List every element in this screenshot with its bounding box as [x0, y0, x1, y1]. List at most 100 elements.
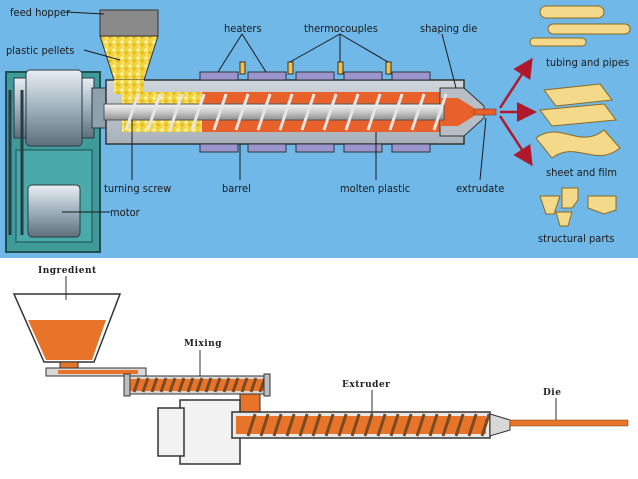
mixing-screw-flight [249, 377, 258, 393]
pipe [547, 23, 631, 35]
screw-flight [366, 93, 382, 131]
screw-flight [146, 93, 162, 131]
label-motor: motor [110, 206, 141, 219]
label-molten-plastic: molten plastic [340, 182, 410, 195]
pipe [529, 37, 587, 47]
product-arrows [498, 57, 537, 167]
extruder-screw-flight [441, 413, 452, 437]
arrow-to-structural [498, 115, 533, 167]
screw-flight [212, 93, 228, 131]
heater [295, 71, 335, 81]
structural-parts-product [539, 187, 617, 227]
screw-flight [190, 93, 206, 131]
extruder-screw-flight [428, 413, 439, 437]
pipe [539, 5, 605, 19]
label-barrel: barrel [222, 182, 251, 195]
screw-flight [432, 93, 448, 131]
bottom-diagram: Ingredient Mixing Extruder Die [0, 258, 638, 479]
extruder-screw-flight [285, 413, 296, 437]
extruder-screw-flight [311, 413, 322, 437]
extruder-screw-flight [337, 413, 348, 437]
screw-flight [168, 93, 184, 131]
leader-lines [62, 11, 487, 213]
structural-part [539, 195, 561, 215]
heater [391, 71, 431, 81]
leader-feed-hopper [65, 11, 105, 15]
mixing-screw-flight [186, 377, 195, 393]
thermocouple [337, 61, 344, 75]
label-extruder: Extruder [342, 380, 390, 390]
top-diagram: feed hopper plastic pellets heaters ther… [0, 0, 638, 258]
feed-drop [239, 393, 261, 415]
mixing-screw-flight [195, 377, 204, 393]
die [509, 419, 629, 427]
screw-flight [388, 93, 404, 131]
mixing-screw-flight [231, 377, 240, 393]
die-channel [440, 98, 474, 126]
extruder-screw-flight [246, 413, 257, 437]
screw-flight [300, 93, 316, 131]
mixing-screw [132, 377, 267, 393]
mixing-screw-flight [168, 377, 177, 393]
mixing-screw-flight [177, 377, 186, 393]
feed-tube-material [58, 370, 138, 374]
label-turning-screw: turning screw [104, 182, 171, 195]
mixing-screw-flight [204, 377, 213, 393]
feed-hopper-assembly [99, 9, 159, 94]
mixing-screw-flight [213, 377, 222, 393]
label-structural-parts: structural parts [538, 232, 614, 245]
extruder-screw-flight [454, 413, 465, 437]
label-extrudate: extrudate [456, 182, 504, 195]
label-ingredient: Ingredient [38, 266, 97, 276]
mixer-endcap [123, 373, 131, 397]
tubing-and-pipes-product [529, 5, 631, 47]
extruder-screw-flight [467, 413, 478, 437]
label-tubing-and-pipes: tubing and pipes [546, 56, 629, 69]
extruder-screw-flight [298, 413, 309, 437]
drive-pulley-housing [25, 69, 83, 147]
leader-heaters [217, 33, 243, 73]
screw-flight [124, 93, 140, 131]
screw-flight [256, 93, 272, 131]
die-adapter [489, 413, 511, 437]
bottom-leader-lines [65, 276, 557, 420]
heater [343, 71, 383, 81]
heater [247, 71, 287, 81]
mixing-screw-flight [132, 377, 141, 393]
heater [343, 143, 383, 153]
extruder-screw [246, 413, 491, 437]
structural-part [555, 211, 573, 227]
sheet [543, 83, 613, 107]
mixing-screw-flight [222, 377, 231, 393]
extruder-motor [157, 407, 185, 457]
mixing-screw-flight [150, 377, 159, 393]
screw-flight [234, 93, 250, 131]
label-mixing: Mixing [184, 339, 222, 349]
screw-flight [322, 93, 338, 131]
label-sheet-and-film: sheet and film [546, 166, 617, 179]
extruder-screw-flight [480, 413, 491, 437]
sheet [539, 103, 617, 127]
leader-extrudate [479, 117, 487, 181]
label-shaping-die: shaping die [420, 22, 477, 35]
screw-flight [344, 93, 360, 131]
extrudate-strand [473, 108, 497, 116]
turning-screw [103, 93, 448, 131]
heater [247, 143, 287, 153]
hopper-top [99, 9, 159, 37]
products [529, 5, 631, 227]
heater [391, 143, 431, 153]
screw-flight [278, 93, 294, 131]
heater [199, 143, 239, 153]
film [535, 129, 621, 159]
leader-heaters [241, 33, 267, 73]
label-die: Die [543, 388, 561, 398]
heater [199, 71, 239, 81]
extruder-screw-flight [415, 413, 426, 437]
leader-thermocouples [339, 33, 389, 63]
ingredient-material [28, 320, 106, 360]
heaters-group [199, 71, 431, 153]
heater [295, 143, 335, 153]
